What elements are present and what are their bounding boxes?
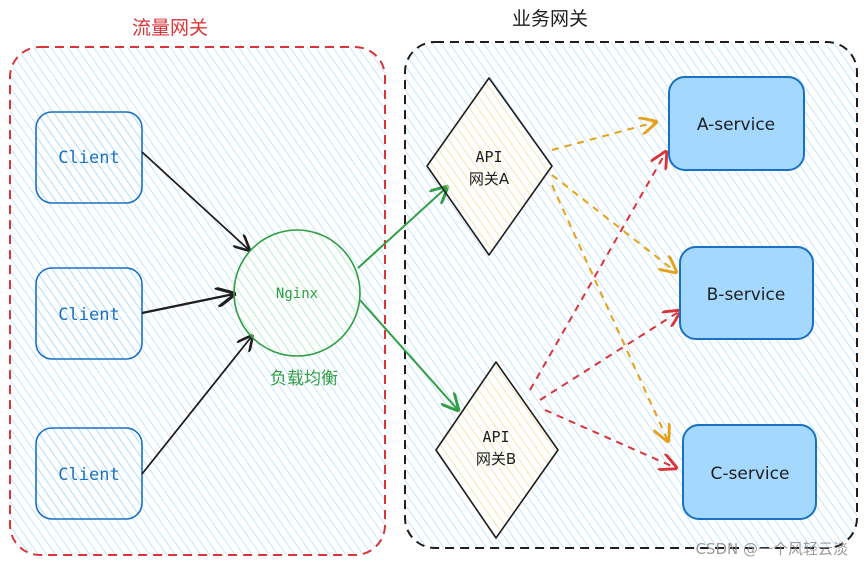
api-gateway-a-line2: 网关A — [469, 170, 510, 188]
nginx-node[interactable]: Nginx — [233, 229, 361, 357]
gateway-a-to-services-arrows — [551, 122, 676, 441]
service-label: C-service — [711, 464, 790, 484]
client-node[interactable]: Client — [35, 267, 143, 360]
service-node-c[interactable]: C-service — [682, 424, 817, 520]
nginx-label: Nginx — [276, 286, 318, 302]
watermark: CSDN @一个风轻云淡 — [695, 540, 848, 558]
service-label: B-service — [707, 285, 786, 305]
gateway-b-to-services-arrows — [529, 152, 680, 468]
load-balancing-caption: 负载均衡 — [270, 369, 338, 389]
client-label: Client — [58, 148, 119, 168]
service-node-b[interactable]: B-service — [679, 246, 814, 340]
client-node[interactable]: Client — [35, 427, 143, 520]
client-to-nginx-arrows — [141, 151, 252, 475]
service-label: A-service — [697, 115, 775, 135]
traffic-gateway-title: 流量网关 — [132, 17, 208, 39]
nginx-to-api-arrows — [357, 187, 458, 410]
api-gateway-a-line1: API — [475, 148, 502, 166]
client-label: Client — [58, 305, 119, 325]
api-gateway-b-line1: API — [482, 428, 509, 446]
business-gateway-title: 业务网关 — [512, 8, 588, 30]
api-gateway-b[interactable]: API 网关B — [435, 361, 559, 539]
service-node-a[interactable]: A-service — [668, 76, 805, 171]
api-gateway-a[interactable]: API 网关A — [426, 77, 553, 256]
client-node[interactable]: Client — [35, 111, 143, 204]
api-gateway-b-line2: 网关B — [476, 450, 516, 468]
client-label: Client — [58, 465, 119, 485]
